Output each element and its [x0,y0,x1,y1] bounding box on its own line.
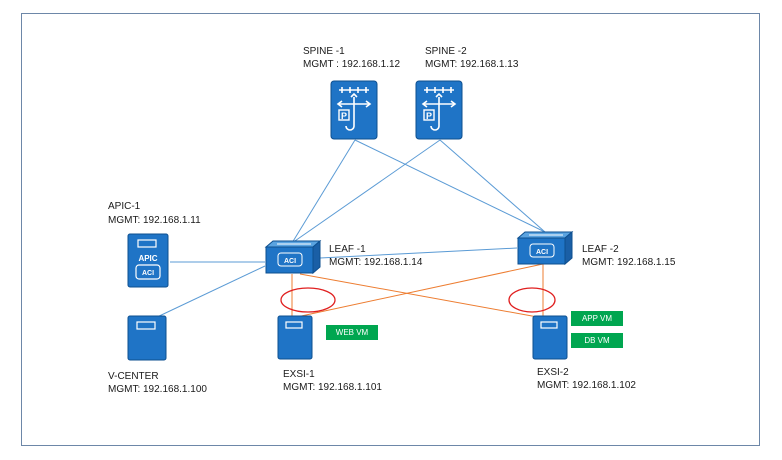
link-spine2-leaf2 [439,139,546,233]
web-vm-badge[interactable]: WEB VM [326,325,378,340]
vcenter-mgmt: MGMT: 192.168.1.100 [108,384,207,395]
exsi2-server-icon[interactable] [532,315,568,360]
spine2-mgmt: MGMT: 192.168.1.13 [425,59,519,70]
svg-text:APIC: APIC [138,254,157,263]
spine1-mgmt: MGMT : 192.168.1.12 [303,59,401,70]
link-vcenter-leaf1 [154,265,266,319]
apic-mgmt: MGMT: 192.168.1.11 [108,215,201,226]
vcenter-name: V-CENTER [108,371,159,382]
link-leaf2-exsi1 [291,263,544,319]
leaf2-mgmt: MGMT: 192.168.1.15 [582,257,676,268]
leaf2-switch-icon[interactable]: ACI [515,231,575,266]
vcenter-server-icon[interactable] [127,315,167,361]
spine1-switch-icon[interactable]: P [330,80,378,140]
exsi1-mgmt: MGMT: 192.168.1.101 [283,382,382,393]
spine2-name: SPINE -2 [425,46,467,57]
link-spine1-leaf1 [291,139,356,244]
svg-text:P: P [341,111,347,121]
svg-text:P: P [426,111,432,121]
db-vm-badge[interactable]: DB VM [571,333,623,348]
svg-text:ACI: ACI [142,270,154,277]
vpc-ring-exsi1 [280,287,336,313]
spine1-name: SPINE -1 [303,46,345,57]
exsi2-mgmt: MGMT: 192.168.1.102 [537,380,636,391]
link-spine2-leaf1 [291,139,441,244]
svg-text:ACI: ACI [536,249,548,256]
leaf2-name: LEAF -2 [582,244,619,255]
link-leaf1-leaf2 [319,247,518,259]
link-spine1-leaf2 [354,139,546,233]
app-vm-badge[interactable]: APP VM [571,311,623,326]
leaf1-switch-icon[interactable]: ACI [263,240,323,275]
leaf1-mgmt: MGMT: 192.168.1.14 [329,257,423,268]
vpc-ring-exsi2 [508,287,556,313]
link-leaf1-exsi2 [299,273,544,319]
leaf1-name: LEAF -1 [329,244,366,255]
exsi2-name: EXSI-2 [537,367,569,378]
exsi1-name: EXSI-1 [283,369,315,380]
apic-controller-icon[interactable]: APIC ACI [127,233,169,288]
diagram-frame [21,13,760,446]
apic-name: APIC-1 [108,201,141,212]
spine2-switch-icon[interactable]: P [415,80,463,140]
svg-text:ACI: ACI [284,258,296,265]
exsi1-server-icon[interactable] [277,315,313,360]
